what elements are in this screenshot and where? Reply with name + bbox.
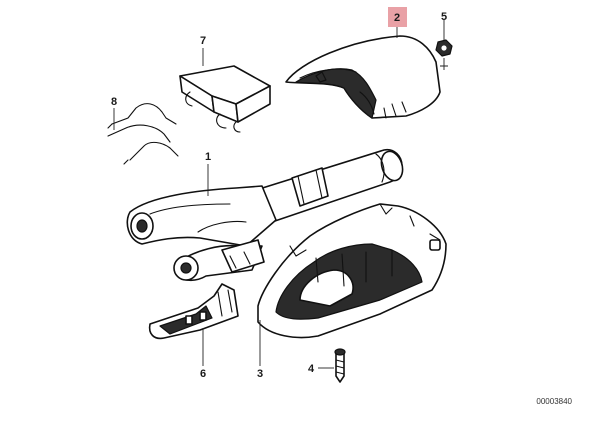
part-8-wire-clip[interactable]	[107, 103, 179, 165]
leader-lines	[113, 20, 445, 369]
callout-labels: 2 5 7 8 1 6 3 4	[111, 7, 447, 380]
callout-5[interactable]: 5	[441, 11, 447, 23]
part-7-bracket[interactable]	[179, 65, 271, 133]
callout-3[interactable]: 3	[257, 368, 263, 380]
callout-2[interactable]: 2	[394, 12, 400, 24]
callout-4[interactable]: 4	[308, 363, 315, 375]
part-6-lower-trim-piece[interactable]	[148, 283, 239, 340]
document-number: 00003840	[536, 397, 572, 406]
callout-7[interactable]: 7	[200, 35, 206, 47]
part-5-nut[interactable]	[435, 39, 453, 70]
callout-6[interactable]: 6	[200, 368, 206, 380]
callout-8[interactable]: 8	[111, 96, 117, 108]
callout-1[interactable]: 1	[205, 151, 211, 163]
part-3-lower-trim-cover[interactable]	[257, 203, 447, 339]
part-1-steering-column[interactable]	[126, 148, 406, 282]
part-2-upper-trim-cover[interactable]	[285, 35, 441, 119]
part-4-screw[interactable]	[334, 348, 346, 383]
callout-2-highlight	[388, 7, 407, 27]
